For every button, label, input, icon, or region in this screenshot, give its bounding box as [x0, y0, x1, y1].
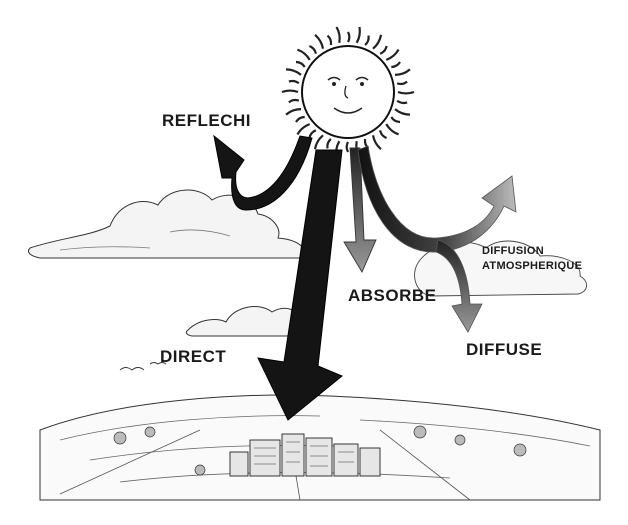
- sun-ray: [347, 142, 348, 152]
- sun-ray: [286, 69, 301, 75]
- sun-ray: [289, 81, 299, 83]
- sun-ray: [391, 117, 400, 122]
- sun-ray: [296, 62, 305, 67]
- sun-ray: [386, 124, 398, 134]
- diffuse-label: DIFFUSE: [466, 340, 542, 360]
- sun-ray: [337, 27, 340, 43]
- sun-ray: [289, 100, 299, 102]
- reflected-label: REFLECHI: [162, 111, 251, 131]
- sun-ray: [365, 36, 369, 45]
- sun-ray: [397, 101, 407, 103]
- sun-ray: [309, 130, 316, 138]
- sun-ray: [296, 117, 305, 122]
- sun-ray: [328, 36, 332, 45]
- atmospheric-diffusion-label-line2: ATMOSPHERIQUE: [482, 259, 582, 274]
- absorbed-label: ABSORBE: [348, 286, 437, 306]
- sun-ray: [315, 135, 323, 149]
- sun-ray: [297, 124, 309, 134]
- sun-ray: [373, 35, 381, 49]
- sun-ray: [397, 82, 407, 84]
- sun-ray: [327, 139, 331, 148]
- sun-ray: [380, 130, 387, 138]
- atmospheric-diffusion-label: DIFFUSION ATMOSPHERIQUE: [482, 244, 582, 274]
- sun-ray: [395, 109, 410, 115]
- sun-ray: [297, 50, 309, 60]
- sun-ray: [348, 32, 349, 42]
- sun-ray: [282, 91, 298, 92]
- sun-ray: [286, 109, 301, 115]
- sun-ray: [357, 27, 360, 43]
- sun-ray: [386, 50, 398, 60]
- atmospheric-diffusion-label-line1: DIFFUSION: [482, 244, 582, 259]
- sun-ray: [395, 69, 410, 75]
- sun-ray: [398, 92, 414, 93]
- sun-ray: [315, 35, 323, 49]
- atmospheric-diffusion-arrow-icon: [358, 146, 516, 252]
- sun-ray: [373, 135, 381, 149]
- sun-ray: [380, 46, 387, 54]
- sun-ray: [391, 62, 400, 67]
- sun-ray: [309, 46, 316, 54]
- direct-label: DIRECT: [160, 347, 226, 367]
